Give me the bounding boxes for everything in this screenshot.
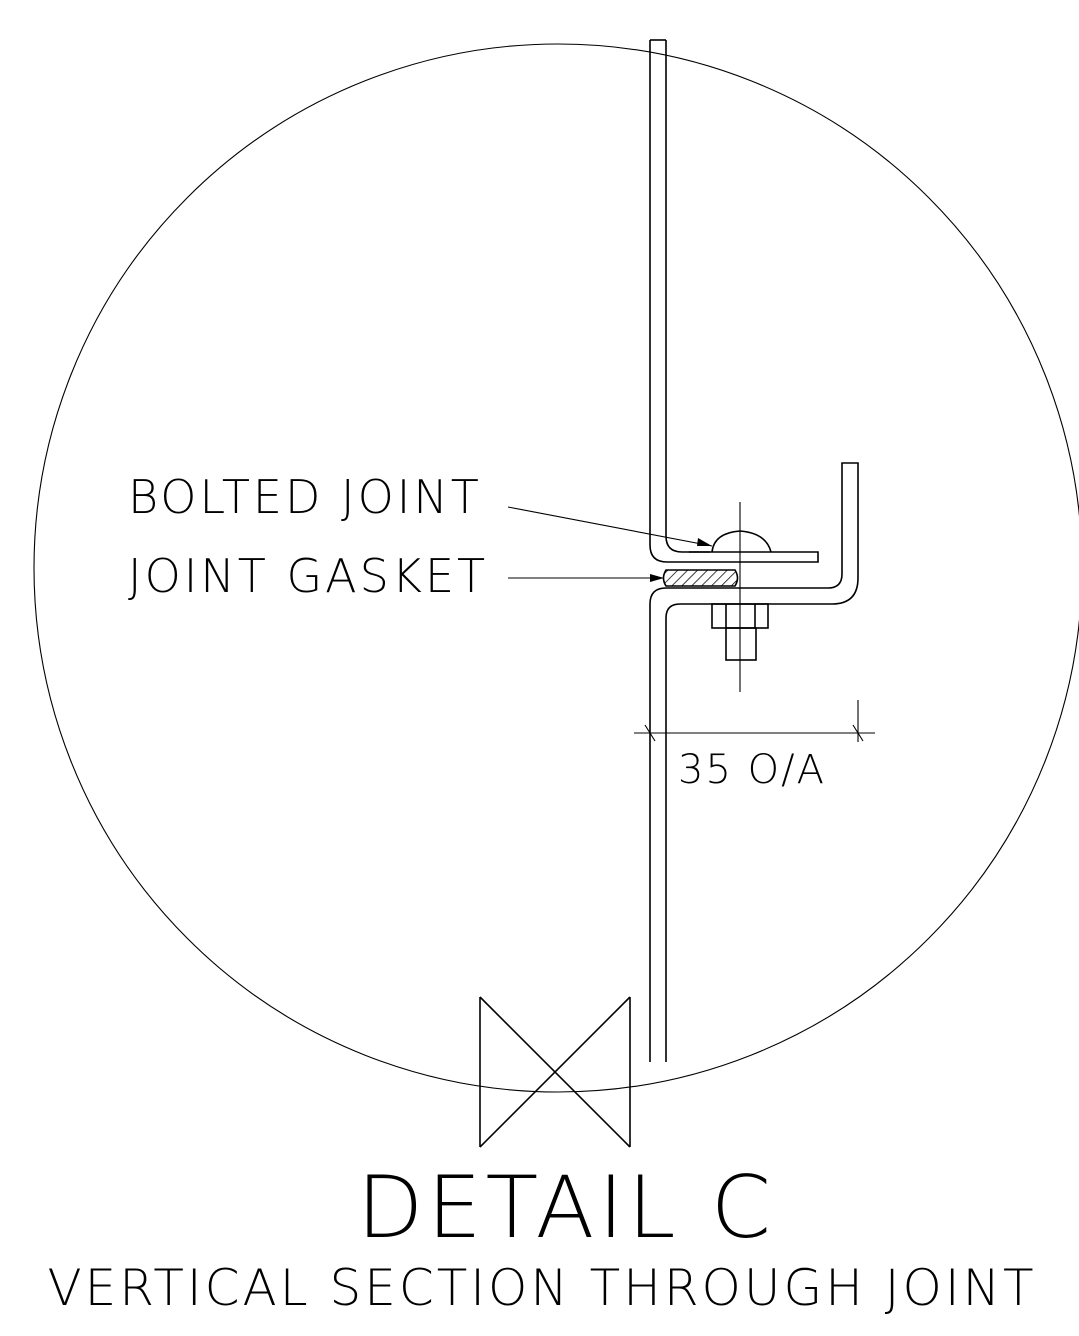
detail-title: DETAIL C [357,1158,775,1258]
detail-subtitle: VERTICAL SECTION THROUGH JOINT [47,1259,1036,1317]
bolt-shank [725,627,757,661]
leader-joint-gasket [508,574,664,582]
label-joint-gasket: JOINT GASKET [128,549,488,603]
dimension-text: 35 O/A [678,747,826,793]
dimension-35-oa: 35 O/A [634,700,875,793]
detail-boundary-circle [33,43,1079,1093]
label-bolted-joint: BOLTED JOINT [128,470,482,524]
bolt-head [711,530,772,553]
upper-panel-inner-line [665,40,710,553]
section-break-symbol [479,996,631,1148]
lower-panel-outer-line [649,462,859,1062]
leader-bolted-joint [507,506,713,547]
upper-panel-outer-line [649,40,819,563]
joint-gasket [662,569,739,587]
